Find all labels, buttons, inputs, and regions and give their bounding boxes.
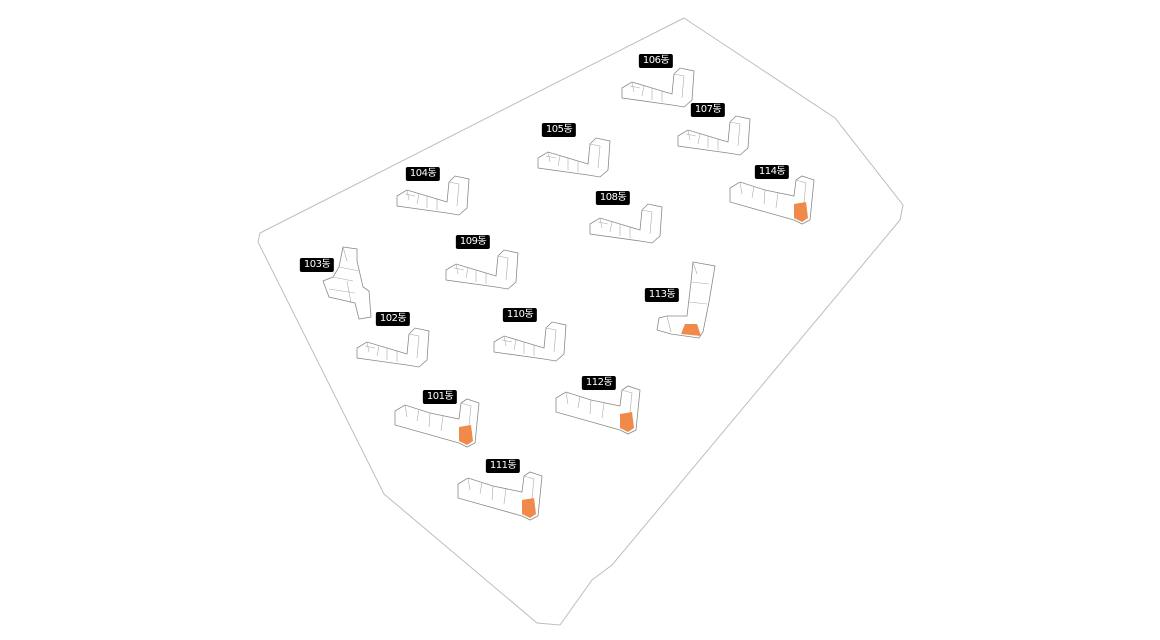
building-102[interactable] bbox=[356, 327, 430, 368]
building-114[interactable] bbox=[729, 175, 815, 225]
building-outline bbox=[396, 175, 470, 216]
building-111[interactable] bbox=[457, 471, 543, 521]
building-label[interactable]: 114동 bbox=[754, 165, 790, 179]
building-outline bbox=[537, 137, 611, 178]
building-label[interactable]: 103동 bbox=[299, 258, 335, 272]
building-label[interactable]: 108동 bbox=[595, 191, 631, 205]
building-107[interactable] bbox=[677, 115, 751, 156]
building-outline bbox=[621, 67, 695, 108]
building-outline bbox=[394, 398, 480, 448]
building-label[interactable]: 111동 bbox=[485, 459, 521, 473]
building-101[interactable] bbox=[394, 398, 480, 448]
highlighted-unit[interactable] bbox=[794, 202, 808, 222]
building-unit-lines bbox=[597, 209, 653, 238]
building-label[interactable]: 112동 bbox=[581, 376, 617, 390]
highlighted-unit[interactable] bbox=[620, 412, 634, 432]
building-outline bbox=[457, 471, 543, 521]
building-label[interactable]: 104동 bbox=[405, 167, 441, 181]
building-103[interactable] bbox=[322, 246, 372, 320]
building-109[interactable] bbox=[445, 249, 519, 290]
building-unit-lines bbox=[328, 246, 360, 304]
building-outline bbox=[589, 203, 663, 244]
building-104[interactable] bbox=[396, 175, 470, 216]
building-label[interactable]: 105동 bbox=[541, 123, 577, 137]
building-unit-lines bbox=[453, 255, 509, 284]
building-unit-lines bbox=[666, 261, 710, 333]
building-unit-lines bbox=[685, 121, 741, 150]
building-105[interactable] bbox=[537, 137, 611, 178]
building-112[interactable] bbox=[555, 385, 641, 435]
building-106[interactable] bbox=[621, 67, 695, 108]
building-outline bbox=[555, 385, 641, 435]
building-label[interactable]: 102동 bbox=[375, 312, 411, 326]
building-label[interactable]: 107동 bbox=[690, 103, 726, 117]
building-unit-lines bbox=[404, 402, 472, 432]
building-label[interactable]: 110동 bbox=[502, 308, 538, 322]
highlighted-unit[interactable] bbox=[459, 425, 473, 445]
building-unit-lines bbox=[501, 327, 557, 356]
building-label[interactable]: 101동 bbox=[422, 390, 458, 404]
building-unit-lines bbox=[404, 181, 460, 210]
building-outline bbox=[677, 115, 751, 156]
building-label[interactable]: 106동 bbox=[638, 54, 674, 68]
building-label[interactable]: 113동 bbox=[644, 288, 680, 302]
building-outline bbox=[445, 249, 519, 290]
building-label[interactable]: 109동 bbox=[455, 235, 491, 249]
building-113[interactable] bbox=[656, 261, 716, 339]
building-108[interactable] bbox=[589, 203, 663, 244]
building-unit-lines bbox=[739, 179, 807, 209]
building-110[interactable] bbox=[493, 321, 567, 362]
site-boundary bbox=[257, 17, 904, 626]
building-outline bbox=[729, 175, 815, 225]
building-unit-lines bbox=[629, 73, 685, 102]
highlighted-unit[interactable] bbox=[522, 498, 536, 518]
highlighted-unit[interactable] bbox=[681, 324, 701, 336]
building-outline bbox=[493, 321, 567, 362]
building-unit-lines bbox=[565, 389, 633, 419]
building-unit-lines bbox=[364, 333, 420, 362]
building-outline bbox=[656, 261, 716, 339]
building-outline bbox=[356, 327, 430, 368]
building-unit-lines bbox=[545, 143, 601, 172]
building-unit-lines bbox=[467, 475, 535, 505]
